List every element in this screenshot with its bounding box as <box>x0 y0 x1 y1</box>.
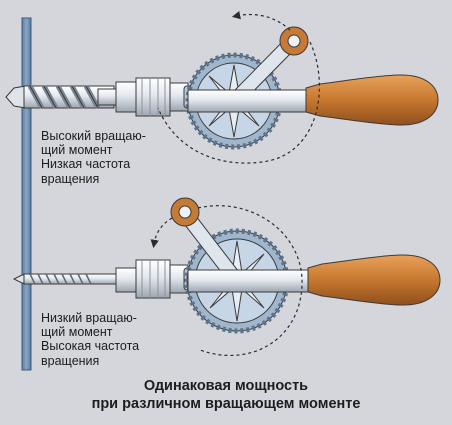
figure-caption: Одинаковая мощность при различном вращаю… <box>0 377 452 413</box>
label-line: Низкий вращаю- <box>41 311 137 325</box>
label-line: Высокая частота <box>41 339 140 354</box>
label-line: щий момент <box>41 143 113 158</box>
caption-line: Одинаковая мощность <box>143 378 309 394</box>
chuck <box>115 259 189 299</box>
label-low-torque: Низкий вращаю- щий момент Высокая частот… <box>41 311 139 368</box>
drill-bit-thick <box>5 84 117 110</box>
rotation-arrow-icon <box>150 217 173 249</box>
caption-line: при различном вращающем моменте <box>91 396 361 412</box>
label-high-torque: Высокий вращаю- щий момент Низкая частот… <box>41 129 146 186</box>
drill-top <box>5 11 439 164</box>
drill-bit-thin <box>12 273 117 285</box>
handle <box>307 254 441 306</box>
label-line: вращения <box>41 353 100 368</box>
drill-bottom <box>12 197 441 356</box>
handle <box>305 74 439 126</box>
label-line: Высокий вращаю- <box>41 129 146 143</box>
chuck <box>115 77 189 117</box>
rotation-arrow-icon <box>231 11 291 31</box>
workpiece-wall <box>21 17 32 371</box>
label-line: вращения <box>41 171 100 186</box>
label-line: Низкая частота <box>41 157 131 172</box>
label-line: щий момент <box>41 325 113 340</box>
